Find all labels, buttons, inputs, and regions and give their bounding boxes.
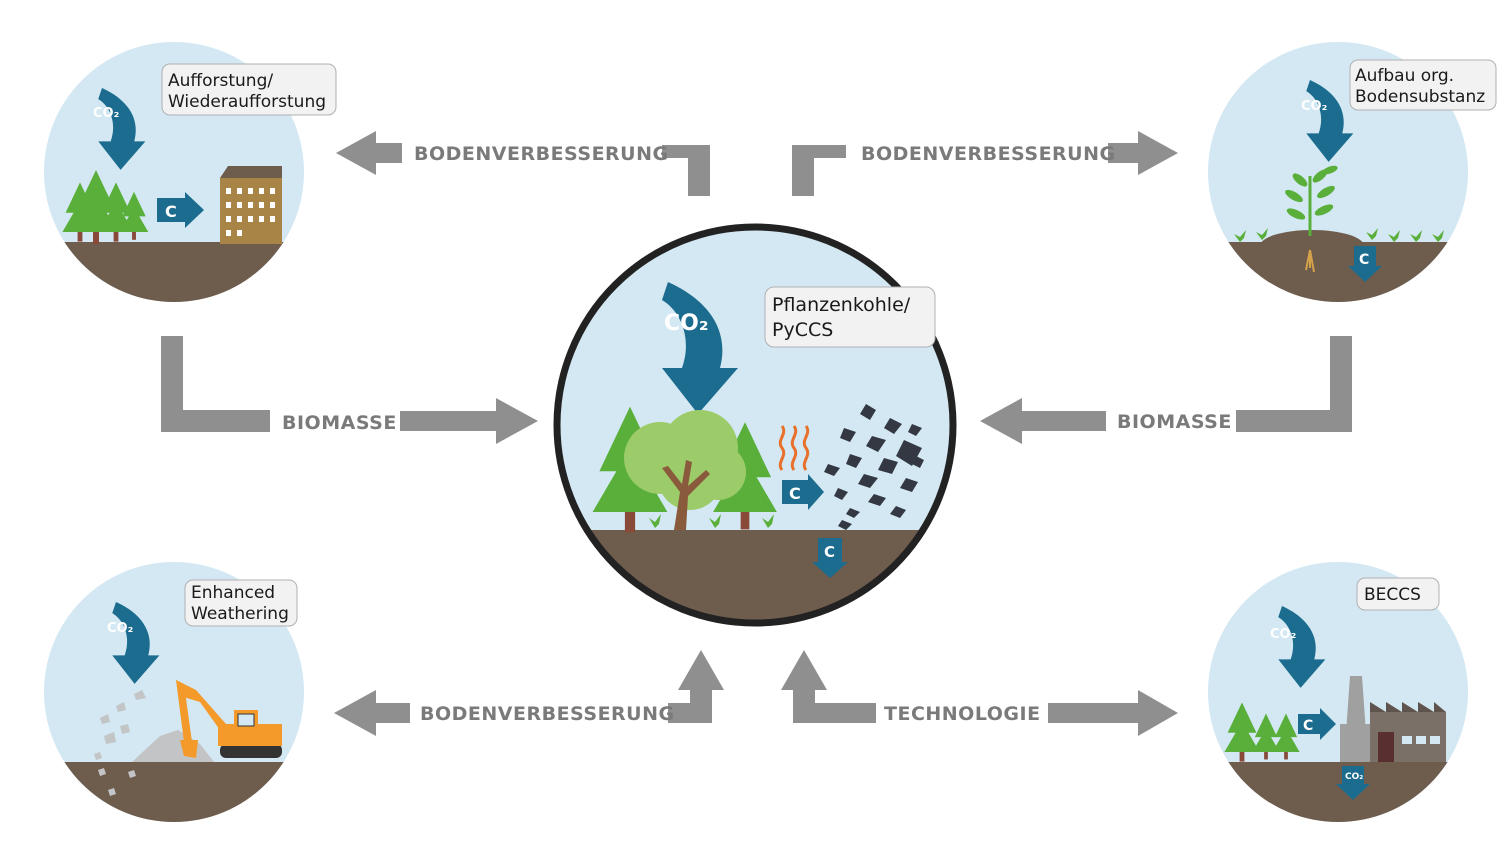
- scene-label-line1: BECCS: [1364, 585, 1421, 605]
- carbon-arrow-right-icon: [157, 192, 204, 228]
- heat-waves-icon: [778, 425, 810, 471]
- carbon-arrow-down-icon: [812, 538, 848, 578]
- scene-label-line1: Enhanced: [191, 583, 275, 603]
- carbon-soil-label: C: [824, 543, 835, 561]
- building-icon: [220, 166, 282, 244]
- scene-label-line1: Aufforstung/: [168, 71, 273, 91]
- co2-text: CO₂: [664, 311, 708, 336]
- connector-label-mid-left: BIOMASSE: [282, 412, 397, 434]
- scene-enhanced-weathering: CO₂ Enhanced Weathering: [44, 562, 304, 822]
- scene-label-line2: PyCCS: [772, 319, 833, 341]
- co2-text: CO₂: [93, 106, 119, 121]
- carbon-arrow-right-icon: [1298, 708, 1336, 740]
- center-scene-pyccs: CO₂ C: [553, 223, 957, 627]
- label-box: [161, 63, 337, 116]
- biochar-pieces-icon: [824, 404, 924, 530]
- carbon-label: C: [165, 202, 177, 221]
- connector-mid-right: [980, 336, 1352, 444]
- label-box: [1349, 59, 1497, 111]
- excavator-icon: [176, 680, 282, 758]
- carbon-label: C: [1303, 718, 1313, 734]
- connector-label-mid-right: BIOMASSE: [1117, 411, 1232, 433]
- carbon-label: C: [789, 484, 801, 503]
- connector-bottom-left: [334, 650, 724, 736]
- connector-label-top-left: BODENVERBESSERUNG: [414, 143, 669, 165]
- scene-afforestation: CO₂ C Aufforstung/ Wiederaufforstung: [44, 42, 337, 302]
- co2-text: CO₂: [107, 621, 133, 636]
- co2-arrow-down-icon: [1336, 766, 1370, 800]
- label-box: [184, 579, 298, 627]
- connector-label-bottom-left: BODENVERBESSERUNG: [420, 703, 675, 725]
- sprout-icon: [649, 514, 774, 528]
- carbon-arrow-down-icon: [1348, 246, 1382, 282]
- connector-top-right: [792, 131, 1178, 196]
- connector-mid-left: [161, 336, 538, 444]
- carbon-arrow-right-icon: [782, 474, 824, 510]
- factory-icon: [1340, 676, 1446, 762]
- scene-label-line1: Pflanzenkohle/: [772, 294, 911, 316]
- scene-label-line2: Bodensubstanz: [1355, 87, 1485, 107]
- scene-label-line1: Aufbau org.: [1355, 66, 1454, 86]
- connector-top-left: [336, 131, 710, 196]
- scene-label-line2: Weathering: [191, 604, 289, 624]
- sprout-icon: [1234, 228, 1444, 242]
- co2-text: CO₂: [1301, 99, 1327, 114]
- connector-label-bottom-right: TECHNOLOGIE: [884, 703, 1041, 725]
- scene-label-line2: Wiederaufforstung: [168, 92, 326, 112]
- co2-storage-label: CO₂: [1345, 772, 1363, 782]
- connector-label-top-right: BODENVERBESSERUNG: [861, 143, 1116, 165]
- label-box: [1356, 577, 1440, 611]
- scene-soil-organic-matter: CO₂ C A: [1208, 42, 1497, 302]
- plant-icon: [1285, 165, 1338, 273]
- label-box: [764, 286, 936, 348]
- connector-bottom-right: [781, 650, 1178, 736]
- deciduous-tree-icon: [624, 410, 746, 530]
- carbon-label: C: [1359, 252, 1369, 268]
- co2-text: CO₂: [1270, 627, 1296, 642]
- scene-beccs: CO₂ C CO₂ BECCS: [1208, 562, 1468, 822]
